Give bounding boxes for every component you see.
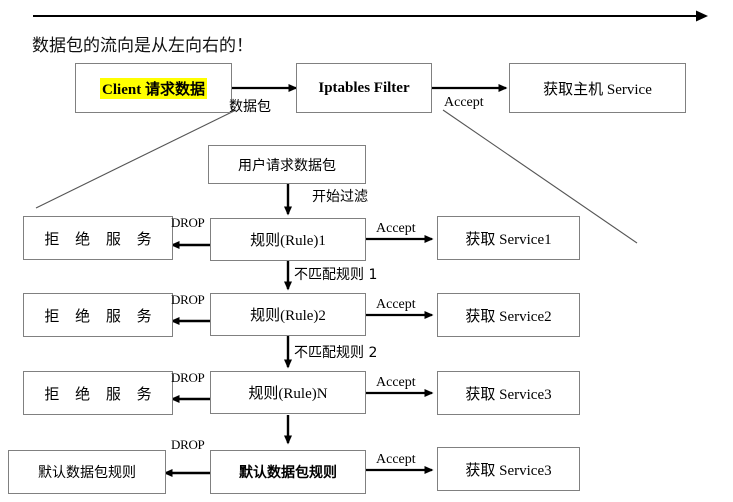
node-default-rule-right[interactable]: 默认数据包规则 [210,450,366,494]
edge-label-drop-4: DROP [171,437,205,452]
node-client-label: Client 请求数据 [100,77,207,99]
node-default-rule-right-label: 默认数据包规则 [239,465,337,481]
node-rule-2[interactable]: 规则(Rule)2 [210,293,366,336]
node-iptables-filter[interactable]: Iptables Filter [296,63,432,113]
node-default-rule-left[interactable]: 默认数据包规则 [8,450,166,494]
node-service-1-label: 获取 Service1 [465,231,552,248]
node-deny-service-3-label: 拒 绝 服 务 [44,386,158,403]
node-service-1[interactable]: 获取 Service1 [437,216,580,260]
edge-label-accept-2: Accept [376,297,416,312]
edge-label-packet: 数据包 [229,99,271,115]
edge-label-drop-2: DROP [171,292,205,307]
node-default-rule-left-label: 默认数据包规则 [38,465,136,481]
node-rule-1-label: 规则(Rule)1 [250,233,326,249]
diagram-caption: 数据包的流向是从左向右的！ [32,36,253,56]
node-user-request[interactable]: 用户请求数据包 [208,145,366,184]
edge-label-accept-1: Accept [376,221,416,236]
edge-label-nomatch-1: 不匹配规则 1 [294,267,378,283]
edge-label-start-filter: 开始过滤 [312,189,368,205]
node-client[interactable]: Client 请求数据 [75,63,232,113]
edge-label-accept-top: Accept [444,95,484,110]
node-rule-2-label: 规则(Rule)2 [250,308,326,324]
node-host-service-label: 获取主机 Service [543,81,652,98]
node-deny-service-2-label: 拒 绝 服 务 [44,308,158,325]
node-rule-1[interactable]: 规则(Rule)1 [210,218,366,261]
node-rule-n-label: 规则(Rule)N [248,386,328,402]
node-deny-service-2[interactable]: 拒 绝 服 务 [23,293,173,337]
node-service-3-label: 获取 Service3 [465,386,552,403]
node-service-3[interactable]: 获取 Service3 [437,371,580,415]
node-service-2[interactable]: 获取 Service2 [437,293,580,337]
node-host-service[interactable]: 获取主机 Service [509,63,686,113]
node-deny-service-1[interactable]: 拒 绝 服 务 [23,216,173,260]
node-iptables-filter-label: Iptables Filter [318,79,410,96]
node-user-request-label: 用户请求数据包 [238,157,336,174]
edge-label-drop-1: DROP [171,215,205,230]
edge-label-drop-3: DROP [171,370,205,385]
node-deny-service-3[interactable]: 拒 绝 服 务 [23,371,173,415]
edge-label-nomatch-2: 不匹配规则 2 [294,345,378,361]
node-service-3b[interactable]: 获取 Service3 [437,447,580,491]
edge-label-accept-4: Accept [376,452,416,467]
node-rule-n[interactable]: 规则(Rule)N [210,371,366,414]
node-service-3b-label: 获取 Service3 [465,462,552,479]
edge-label-accept-3: Accept [376,375,416,390]
node-service-2-label: 获取 Service2 [465,308,552,325]
node-deny-service-1-label: 拒 绝 服 务 [44,231,158,248]
